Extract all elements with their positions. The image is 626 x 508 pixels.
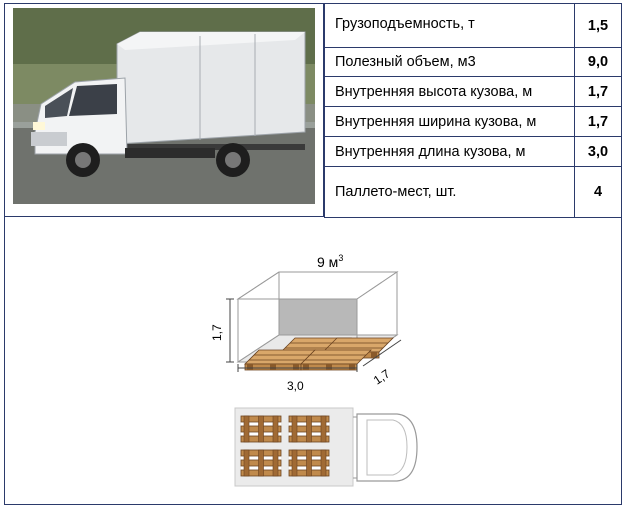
spec-row: Грузоподъемность, т 1,5	[324, 3, 622, 48]
pallet-top	[288, 415, 330, 443]
pallet-top	[288, 449, 330, 477]
spec-row: Внутренняя высота кузова, м 1,7	[324, 76, 622, 107]
spec-label: Паллето-мест, шт.	[324, 166, 575, 218]
spec-label: Внутренняя длина кузова, м	[324, 136, 575, 167]
spec-value: 1,7	[574, 106, 622, 137]
width-label: 1,7	[371, 366, 393, 387]
pallet-iso	[300, 349, 372, 371]
spec-label: Полезный объем, м3	[324, 47, 575, 77]
truck-photo-cell	[4, 3, 324, 217]
spec-row: Полезный объем, м3 9,0	[324, 47, 622, 77]
spec-value: 1,7	[574, 76, 622, 107]
spec-label: Внутренняя ширина кузова, м	[324, 106, 575, 137]
volume-label: 9 м3	[317, 253, 343, 270]
spec-label: Грузоподъемность, т	[324, 3, 575, 48]
spec-label: Внутренняя высота кузова, м	[324, 76, 575, 107]
pallet-top	[240, 449, 282, 477]
cargo-diagram: 9 м3 1,7 3,0 1,7	[210, 253, 418, 487]
spec-row: Внутренняя длина кузова, м 3,0	[324, 136, 622, 167]
height-label: 1,7	[210, 324, 224, 341]
pallet-top	[240, 415, 282, 443]
spec-value: 1,5	[574, 3, 622, 48]
specs-table: Грузоподъемность, т 1,5 Полезный объем, …	[324, 3, 622, 218]
spec-value: 3,0	[574, 136, 622, 167]
dimension-lines	[226, 298, 402, 372]
spec-value: 9,0	[574, 47, 622, 77]
spec-value: 4	[574, 166, 622, 218]
spec-row: Внутренняя ширина кузова, м 1,7	[324, 106, 622, 137]
truck-photo	[13, 8, 315, 204]
spec-row: Паллето-мест, шт. 4	[324, 166, 622, 218]
cargo-diagram-cell: 9 м3 1,7 3,0 1,7	[4, 217, 622, 505]
length-label: 3,0	[287, 379, 304, 393]
